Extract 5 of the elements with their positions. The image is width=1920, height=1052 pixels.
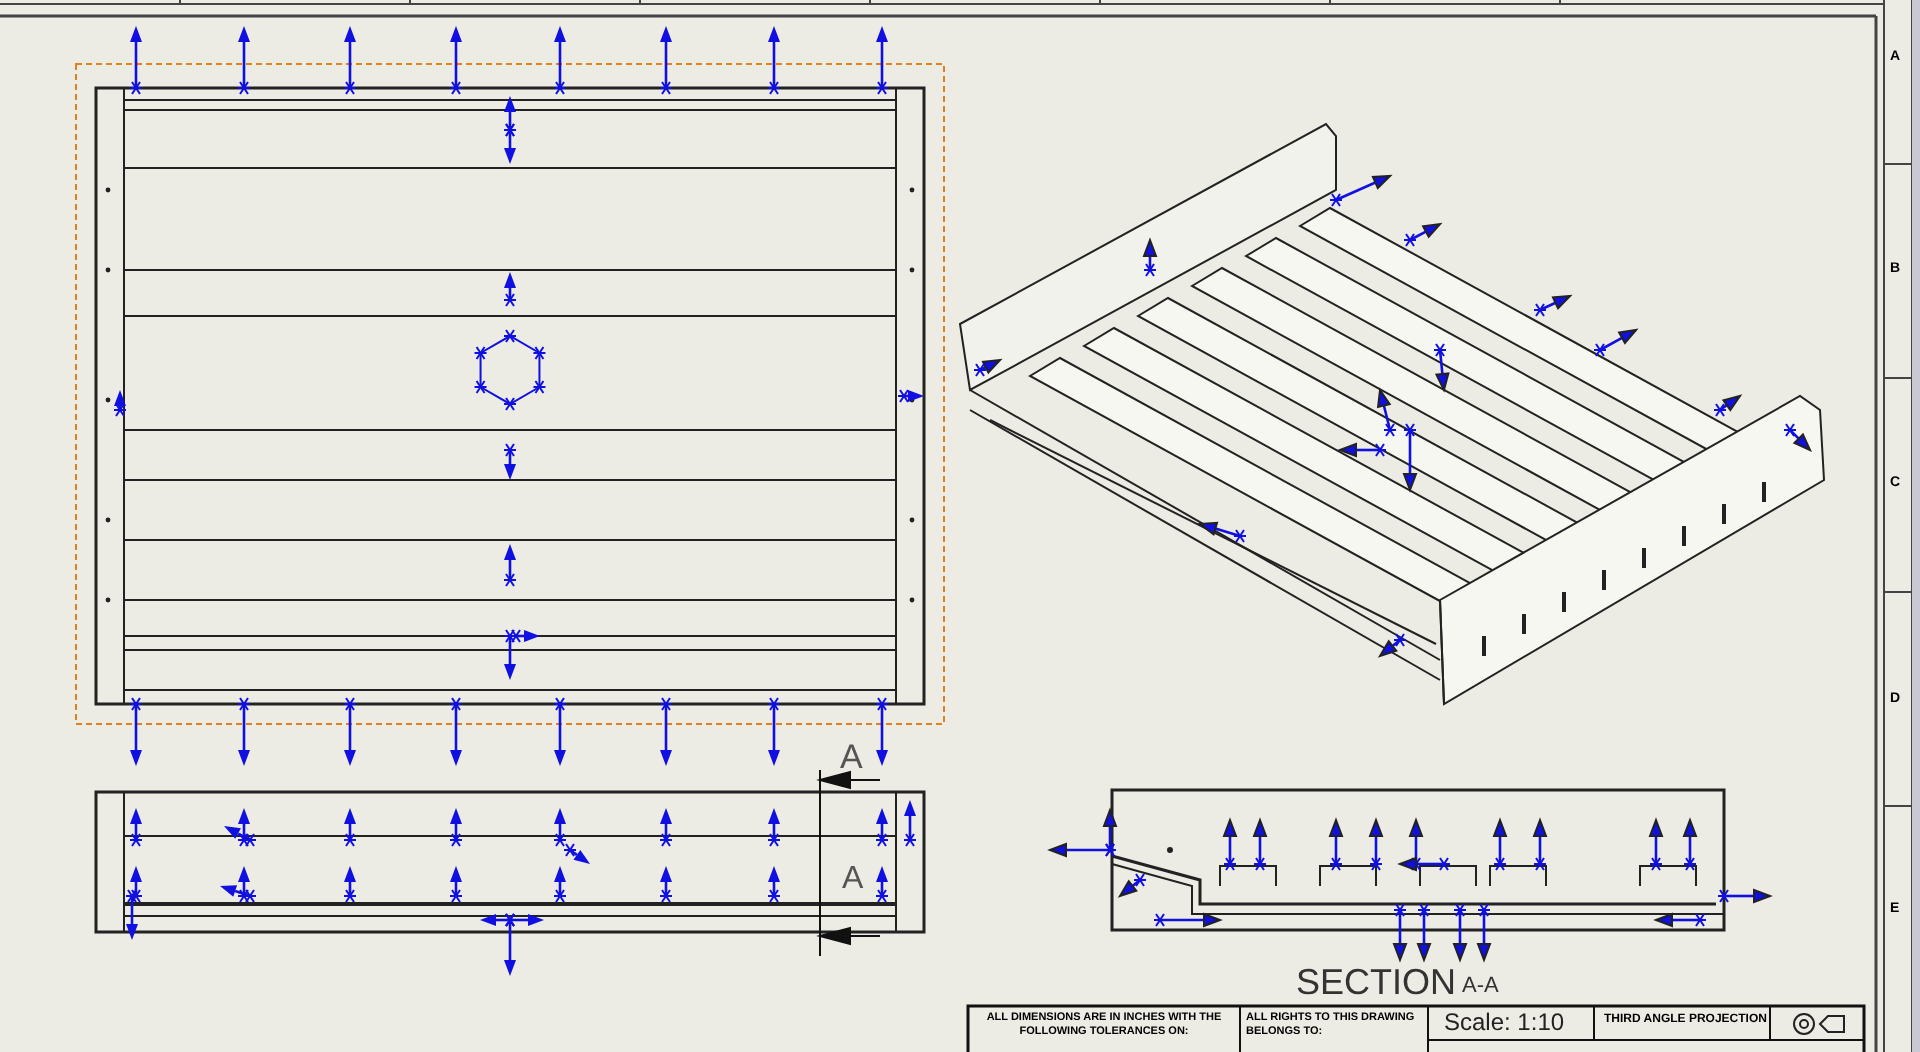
scale-text: Scale: 1:10 [1444,1010,1565,1034]
section-title: SECTION [1296,964,1457,1000]
section-letter: A [842,864,864,896]
section-id: A-A [1462,976,1499,998]
section-letter: A [840,736,863,780]
